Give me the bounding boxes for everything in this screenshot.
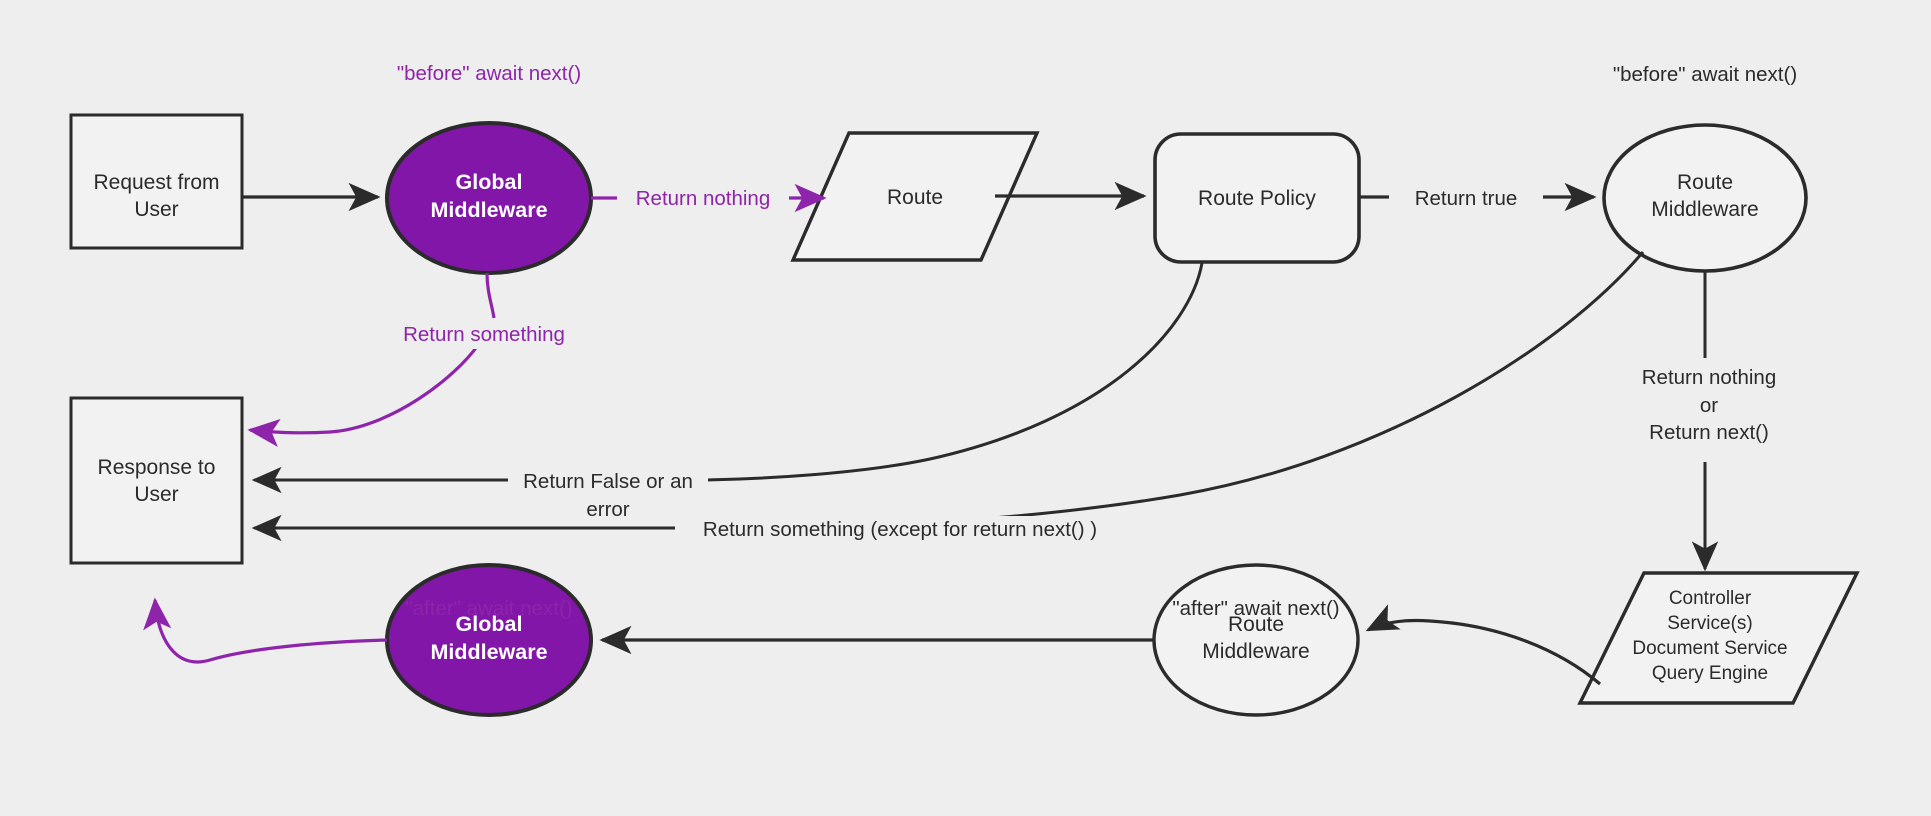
node-route	[790, 131, 1040, 262]
node-route-middleware-after	[1152, 563, 1360, 717]
node-route-policy	[1153, 132, 1361, 264]
node-global-middleware-before	[385, 121, 593, 275]
edge-global-return-something-a	[485, 272, 496, 319]
node-route-middleware-before	[1602, 123, 1808, 273]
edge-global-after-to-response	[143, 597, 388, 664]
edge-global-return-something-b	[247, 344, 480, 447]
node-controller-services	[1577, 571, 1860, 705]
node-response-to-user	[69, 396, 244, 565]
edge-policy-return-false	[705, 262, 1204, 482]
node-request-from-user	[69, 113, 244, 250]
edge-route-mw-return-something	[789, 251, 1645, 530]
edge-controller-to-route-mw-after	[1365, 604, 1602, 686]
node-global-middleware-after	[385, 563, 593, 717]
